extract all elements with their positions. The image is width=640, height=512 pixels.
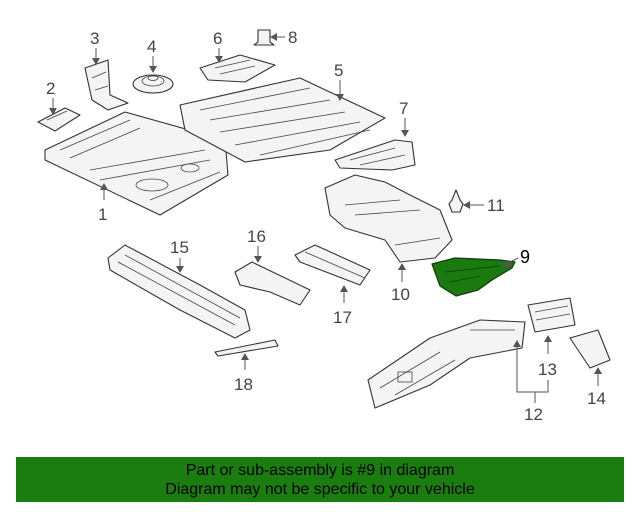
callout-8: 8 [288,28,297,47]
part-15-rail [107,244,251,339]
part-4-grommet [132,74,174,94]
callout-2: 2 [46,79,55,98]
callout-12: 12 [524,405,543,424]
callout-16: 16 [247,227,266,246]
part-10-rear-floor [324,174,453,263]
parts-diagram: 2 3 4 6 8 5 7 1 11 9 10 15 16 17 18 13 1… [37,28,611,424]
callout-6: 6 [213,29,222,48]
part-16-crossmember [234,261,311,306]
info-banner: Part or sub-assembly is #9 in diagram Di… [16,457,624,502]
part-8-clip [253,29,275,46]
part-1-front-floor [44,111,229,216]
callout-3: 3 [90,29,99,48]
callout-15: 15 [170,238,189,257]
part-18-bar [214,339,279,357]
part-12-rear-frame [367,319,526,409]
part-2-bracket [37,107,81,132]
callout-1: 1 [98,205,107,224]
callout-13: 13 [538,360,557,379]
part-9-highlighted [431,257,516,297]
callout-14: 14 [587,389,606,408]
callout-11: 11 [487,196,505,215]
callout-18: 18 [234,375,253,394]
callout-5: 5 [334,61,343,80]
part-3-bracket [84,59,129,111]
callout-17: 17 [333,308,352,327]
part-7-side-panel [334,139,416,171]
callout-9: 9 [520,247,530,267]
banner-line-2: Diagram may not be specific to your vehi… [165,480,475,498]
part-17-crossmember [294,244,371,286]
callout-4: 4 [147,37,156,56]
banner-line-1: Part or sub-assembly is #9 in diagram [185,461,455,479]
leader-lines [49,33,602,403]
part-5-center-floor [179,77,386,163]
part-11-clip [448,189,464,213]
callout-7: 7 [399,99,408,118]
callout-numbers: 2 3 4 6 8 5 7 1 11 9 10 15 16 17 18 13 1… [46,28,606,424]
part-6-plate [199,54,276,83]
part-14-bracket [569,329,611,369]
part-13-bracket [527,297,576,333]
callout-10: 10 [391,285,410,304]
